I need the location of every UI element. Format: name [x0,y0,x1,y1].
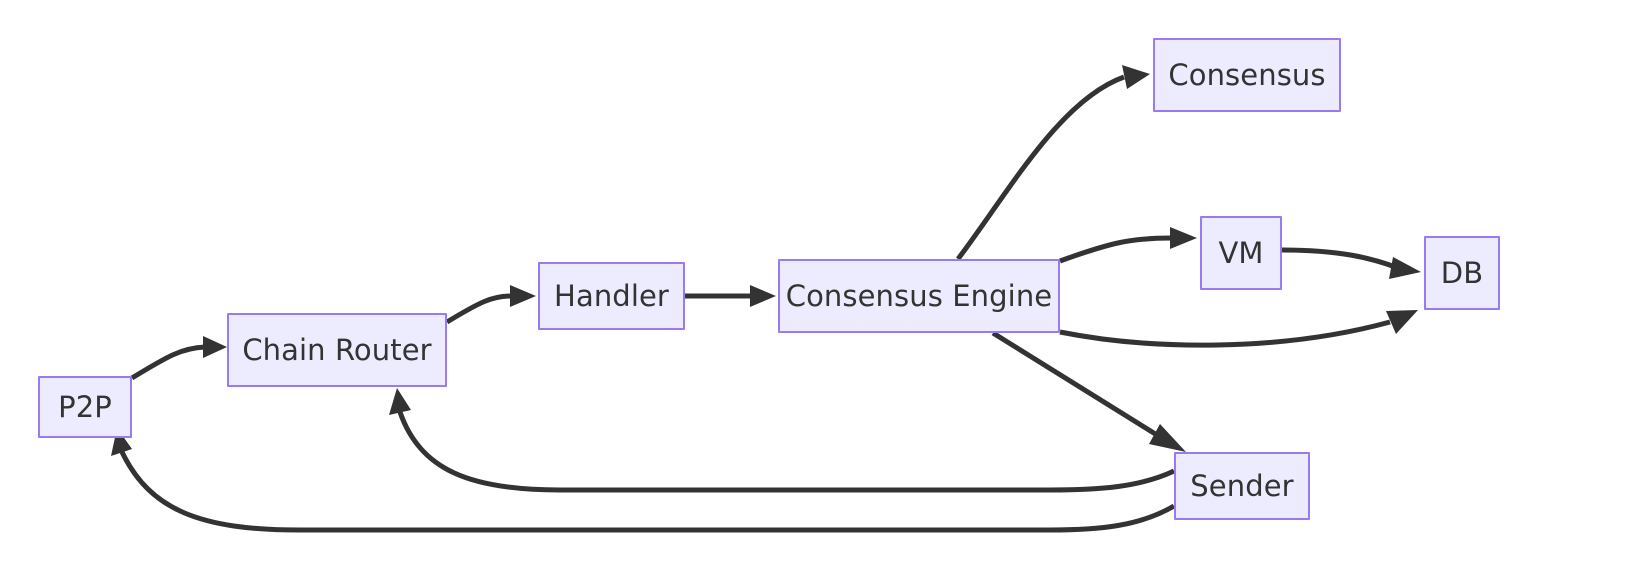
edge-sender-to-chain-router [389,388,1176,493]
node-consensus-engine[interactable]: Consensus Engine [778,259,1060,333]
node-handler[interactable]: Handler [538,262,685,330]
edge-consensus-engine-to-consensus [956,65,1150,261]
node-consensus[interactable]: Consensus [1153,38,1341,112]
edge-chain-router-to-handler [445,285,536,325]
edge-handler-to-consensus-engine [685,285,776,307]
node-sender-label: Sender [1190,468,1294,503]
node-vm-label: VM [1218,235,1264,270]
node-p2p[interactable]: P2P [38,376,132,438]
node-handler-label: Handler [554,278,669,313]
node-vm[interactable]: VM [1200,216,1282,290]
edge-p2p-to-chain-router [130,336,227,381]
node-consensus-label: Consensus [1168,57,1326,92]
node-p2p-label: P2P [58,389,112,424]
node-consensus-engine-label: Consensus Engine [785,278,1053,313]
node-chain-router-label: Chain Router [242,332,432,367]
node-sender[interactable]: Sender [1174,452,1310,520]
node-db-label: DB [1440,255,1484,290]
node-chain-router[interactable]: Chain Router [227,313,447,387]
edge-vm-to-db [1281,247,1421,279]
edge-consensus-engine-to-sender [991,330,1186,452]
node-db[interactable]: DB [1424,236,1500,310]
edge-consensus-engine-to-vm [1059,227,1197,264]
edge-consensus-engine-to-db [1059,310,1418,348]
edge-sender-to-p2p [111,428,1176,533]
